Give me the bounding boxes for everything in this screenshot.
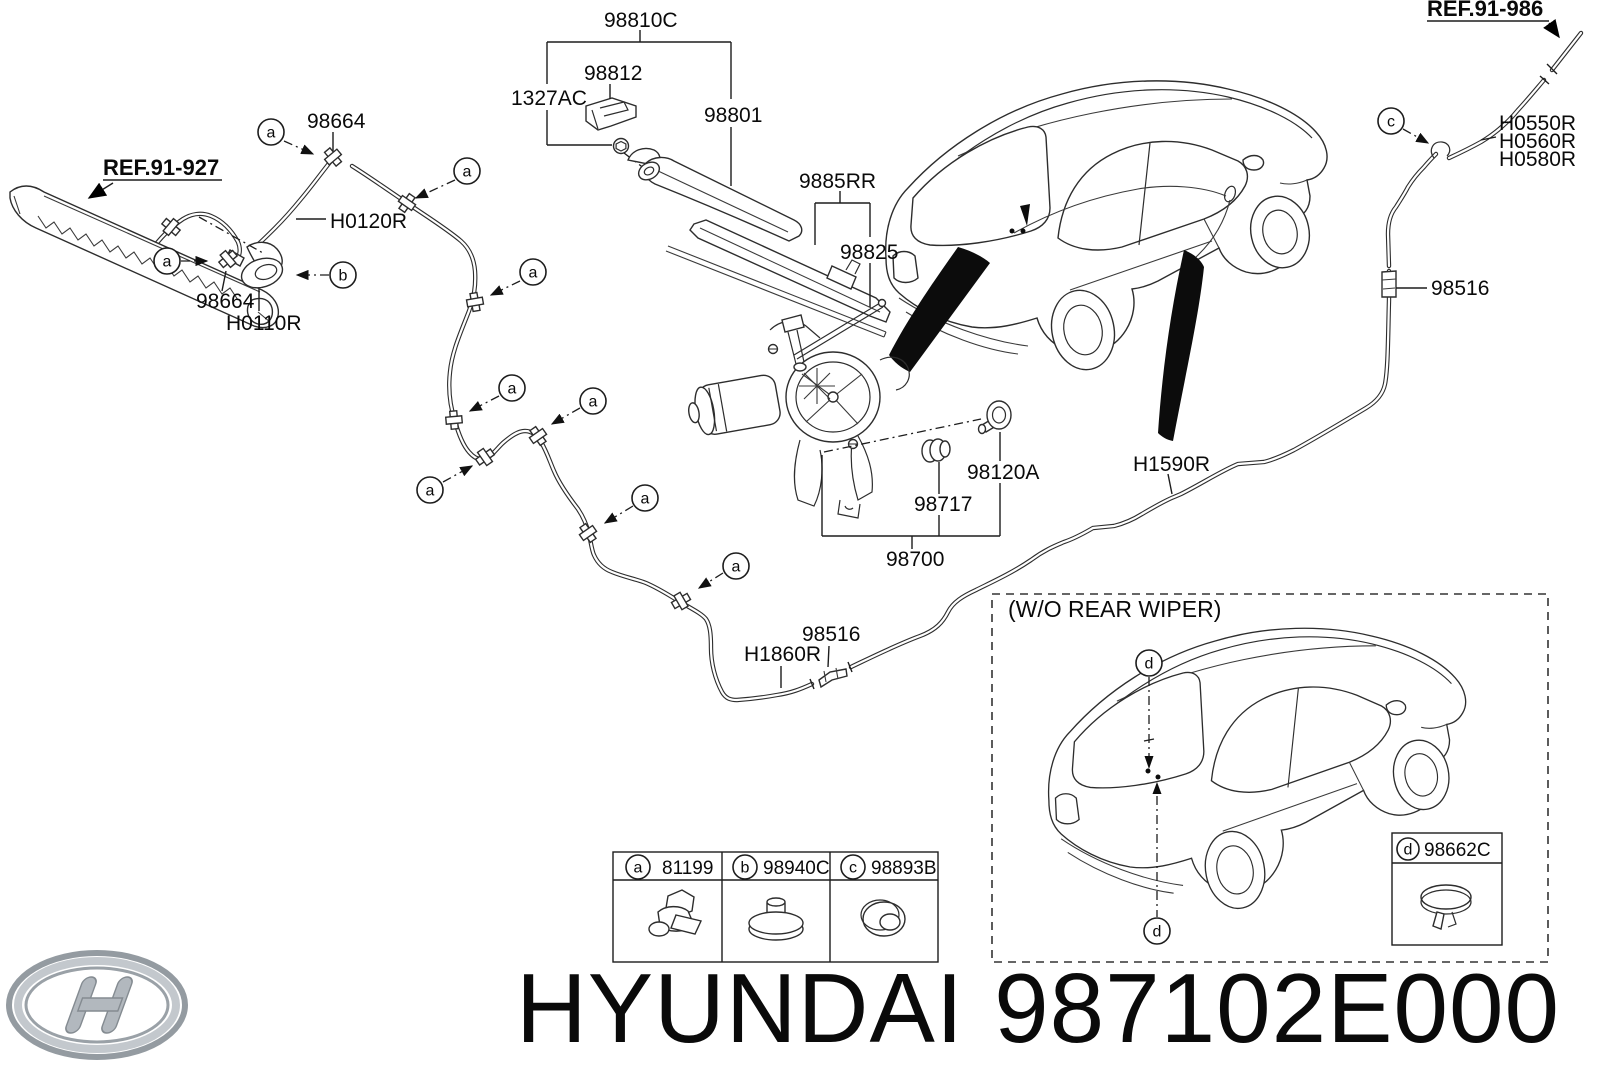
part-label-98801: 98801 bbox=[704, 104, 762, 127]
nozzle-assembly-98810C bbox=[546, 30, 732, 186]
part-label-98810c: 98810C bbox=[604, 9, 678, 32]
legend-clip-icon bbox=[648, 889, 702, 937]
callout-a: a bbox=[508, 381, 517, 398]
legend-letter-b: b bbox=[741, 860, 750, 877]
grommet-98717 bbox=[921, 438, 951, 463]
callouts: a a a a a a a a a b c bbox=[153, 107, 1430, 589]
wo-rear-wiper-inset: d d (W/O REAR WIPER) d 98662C bbox=[991, 593, 1549, 963]
screw-98120A bbox=[977, 400, 1012, 435]
part-label-h0110r: H0110R bbox=[226, 312, 302, 335]
spray-star bbox=[799, 368, 835, 404]
ref-91-927: REF.91-927 bbox=[103, 155, 219, 180]
location-arrow-tube bbox=[1158, 250, 1204, 441]
callout-a: a bbox=[163, 254, 172, 271]
callout-d-top-letter: d bbox=[1145, 656, 1154, 673]
part-labels: 98810C 98812 1327AC 98801 9885RR 98825 9… bbox=[196, 9, 1576, 688]
callout-d-bottom bbox=[1143, 917, 1171, 945]
legend-number-81199: 81199 bbox=[662, 858, 713, 879]
car-body-wo-wiper bbox=[1047, 627, 1467, 915]
ref-labels: REF.91-927 REF.91-986 bbox=[87, 0, 1560, 199]
wiper-blade-9885RR bbox=[665, 219, 891, 338]
wiper-arm-98801 bbox=[627, 147, 803, 242]
part-label-98717: 98717 bbox=[914, 493, 972, 516]
inset-part-number: 98662C bbox=[1424, 840, 1491, 861]
part-label-98825: 98825 bbox=[840, 241, 898, 264]
callout-a: a bbox=[426, 483, 435, 500]
part-label-h0580r: H0580R bbox=[1499, 148, 1576, 171]
legend-number-98893b: 98893B bbox=[871, 858, 937, 879]
rear-spoiler-lamp bbox=[9, 185, 280, 329]
connector-98516-right bbox=[1381, 270, 1397, 298]
callout-a: a bbox=[529, 265, 538, 282]
callout-a: a bbox=[589, 394, 598, 411]
part-label-h1860r: H1860R bbox=[744, 643, 821, 666]
inset-part-box: d 98662C bbox=[1391, 832, 1503, 946]
part-label-h0560r: H0560R bbox=[1499, 130, 1576, 153]
part-label-98664-top: 98664 bbox=[307, 110, 366, 133]
callout-a: a bbox=[732, 559, 741, 576]
nozzle-position-arrow bbox=[1020, 204, 1030, 226]
hyundai-logo bbox=[6, 950, 188, 1060]
hyundai-h-mark bbox=[65, 976, 133, 1034]
legend-letter-a: a bbox=[634, 860, 643, 877]
part-label-98700: 98700 bbox=[886, 548, 944, 571]
inset-title: (W/O REAR WIPER) bbox=[1008, 596, 1221, 622]
footer: HYUNDAI 987102E000 bbox=[6, 950, 1560, 1063]
part-label-h0120r: H0120R bbox=[330, 210, 407, 233]
washer-tubing bbox=[150, 33, 1581, 700]
callout-d-bottom-letter: d bbox=[1153, 924, 1162, 941]
main-car-illustration bbox=[884, 80, 1328, 441]
part-label-h0550r: H0550R bbox=[1499, 112, 1576, 135]
grommet-H0110R bbox=[240, 241, 284, 289]
tube-clip bbox=[444, 409, 464, 431]
part-label-98664-bottom: 98664 bbox=[196, 290, 255, 313]
legend-grommet-icon bbox=[748, 897, 804, 941]
footer-part-text: HYUNDAI 987102E000 bbox=[516, 953, 1560, 1063]
footer-brand: HYUNDAI bbox=[516, 953, 964, 1063]
part-label-h1590r: H1590R bbox=[1133, 453, 1210, 476]
connector-98516-left bbox=[818, 667, 848, 689]
plug-98662C-icon bbox=[1420, 884, 1472, 930]
legend-letter-c: c bbox=[849, 860, 857, 877]
part-label-98120a: 98120A bbox=[967, 461, 1039, 484]
inset-part-letter: d bbox=[1404, 842, 1413, 859]
part-label-98812: 98812 bbox=[584, 62, 642, 85]
rear-wiper-motor-98700 bbox=[688, 298, 982, 519]
part-label-1327ac: 1327AC bbox=[511, 87, 587, 110]
part-label-98516-right: 98516 bbox=[1431, 277, 1489, 300]
callout-a: a bbox=[463, 164, 472, 181]
callout-d-top bbox=[1135, 649, 1163, 677]
part-label-98516-left: 98516 bbox=[802, 623, 860, 646]
tube-clip bbox=[525, 423, 551, 449]
car-body bbox=[884, 80, 1328, 377]
callout-b: b bbox=[339, 268, 348, 285]
callout-a: a bbox=[641, 491, 650, 508]
location-arrow-wiper bbox=[889, 247, 990, 372]
part-label-9885rr: 9885RR bbox=[799, 170, 876, 193]
footer-part-number: 987102E000 bbox=[994, 953, 1560, 1063]
bracket-lines-98700 bbox=[821, 432, 1001, 549]
legend-table: a 81199 b 98940C c 98893B bbox=[612, 851, 939, 963]
callout-c: c bbox=[1387, 114, 1395, 131]
legend-plug-icon bbox=[860, 899, 906, 937]
ref-91-986: REF.91-986 bbox=[1427, 0, 1543, 21]
legend-number-98940c: 98940C bbox=[763, 858, 830, 879]
callout-a: a bbox=[267, 125, 276, 142]
